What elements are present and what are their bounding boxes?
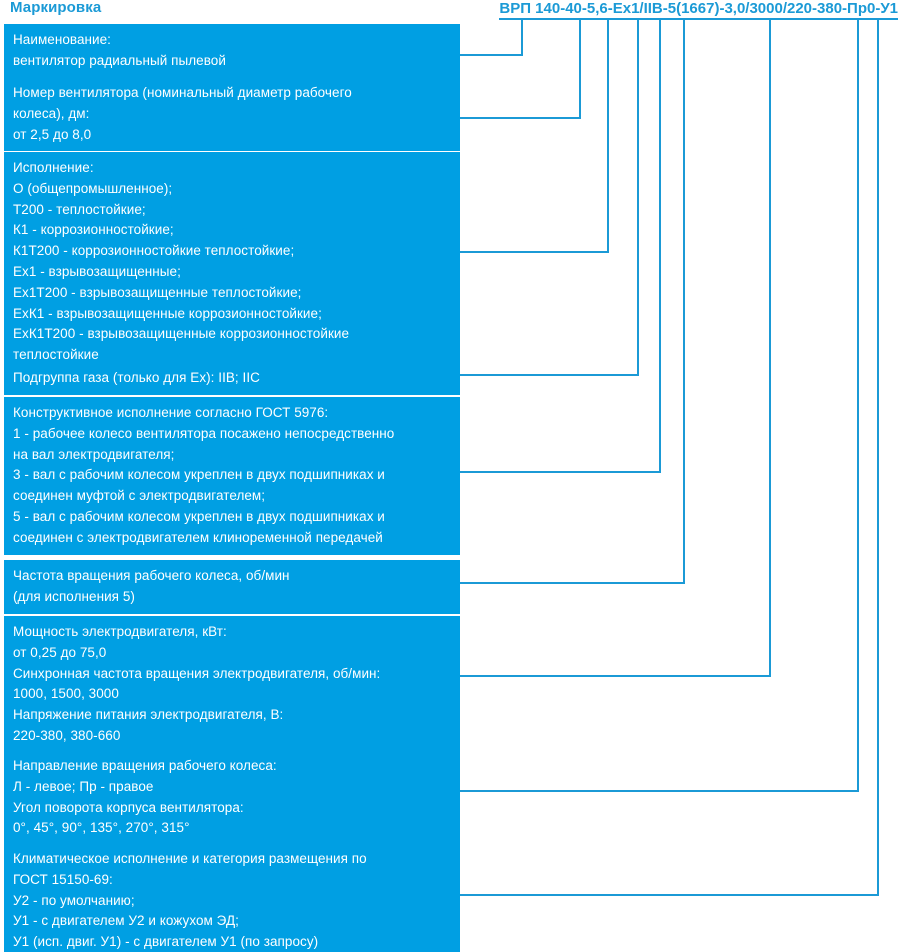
label-line: вентилятор радиальный пылевой <box>13 52 226 68</box>
label-box-execution-type: Исполнение: О (общепромышленное); Т200 - т… <box>4 152 460 372</box>
label-line: Наименование: <box>13 32 111 47</box>
label-line: ExК1 - взрывозащищенные коррозионностойк… <box>13 305 322 321</box>
label-line: Напряжение питания электродвигателя, В: <box>13 707 284 723</box>
label-line: Ex1 - взрывозащищенные; <box>13 263 181 279</box>
label-box-climate-category: Климатическое исполнение и категория раз… <box>4 843 460 952</box>
marking-code: ВРП 140-40-5,6-Ex1/IIB-5(1667)-3,0/3000/… <box>499 0 898 20</box>
label-line: соединен муфтой с электродвигателем; <box>13 488 266 504</box>
label-line: У2 - по умолчанию; <box>13 892 135 908</box>
label-line: Подгруппа газа (только для Ex): IIB; IIC <box>13 370 260 385</box>
label-line: 1 - рабочее колесо вентилятора посажено … <box>13 425 395 441</box>
label-line: К1Т200 - коррозионностойкие теплостойкие… <box>13 243 295 259</box>
label-line: О (общепромышленное); <box>13 180 173 196</box>
label-box-designation: Наименование: вентилятор радиальный пылев… <box>4 24 460 78</box>
label-line: на вал электродвигателя; <box>13 446 175 462</box>
leader-motor-parameters <box>460 19 771 677</box>
label-line: (для исполнения 5) <box>13 588 135 604</box>
leader-climate-category <box>460 19 879 896</box>
label-line: Конструктивное исполнение согласно ГОСТ … <box>13 405 329 420</box>
leader-gas-subgroup <box>460 19 639 376</box>
label-box-motor-parameters: Мощность электродвигателя, кВт: от 0,25 д… <box>4 616 460 753</box>
label-line: 5 - вал с рабочим колесом укреплен в дву… <box>13 508 385 524</box>
label-line: от 0,25 до 75,0 <box>13 644 107 660</box>
label-line: 0°, 45°, 90°, 135°, 270°, 315° <box>13 820 190 836</box>
page-title: Маркировка <box>10 0 102 16</box>
label-box-gas-subgroup: Подгруппа газа (только для Ex): IIB; IIC <box>4 362 460 395</box>
label-line: ГОСТ 15150-69: <box>13 871 113 887</box>
label-line: теплостойкие <box>13 347 99 363</box>
label-line: от 2,5 до 8,0 <box>13 126 92 142</box>
leader-structural-design <box>460 19 661 473</box>
label-line: ExК1Т200 - взрывозащищенные коррозионнос… <box>13 326 350 342</box>
label-line: У1 - с двигателем У2 и кожухом ЭД; <box>13 913 239 929</box>
label-box-rotation-direction: Направление вращения рабочего колеса: Л -… <box>4 750 460 846</box>
leader-rotation-direction <box>460 19 859 792</box>
leader-designation <box>460 19 523 56</box>
leader-fan-number <box>460 19 581 119</box>
label-line: Климатическое исполнение и категория раз… <box>13 851 367 866</box>
label-line: Угол поворота корпуса вентилятора: <box>13 799 244 815</box>
label-line: 1000, 1500, 3000 <box>13 686 119 702</box>
label-line: Направление вращения рабочего колеса: <box>13 758 277 773</box>
label-line: У1 (исп. двиг. У1) - с двигателем У1 (по… <box>13 934 319 950</box>
label-line: Л - левое; Пр - правое <box>13 778 154 794</box>
label-line: Мощность электродвигателя, кВт: <box>13 624 227 639</box>
label-line: Синхронная частота вращения электродвига… <box>13 665 381 681</box>
label-box-impeller-speed: Частота вращения рабочего колеса, об/мин… <box>4 560 460 614</box>
label-line: Ex1Т200 - взрывозащищенные теплостойкие; <box>13 284 302 300</box>
label-line: Т200 - теплостойкие; <box>13 201 146 217</box>
label-line: колеса), дм: <box>13 105 90 121</box>
label-line: Исполнение: <box>13 160 94 175</box>
label-line: соединен с электродвигателем клиноременн… <box>13 529 383 545</box>
label-line: 220-380, 380-660 <box>13 727 121 743</box>
leader-impeller-speed <box>460 19 685 584</box>
leader-execution-type <box>460 19 609 253</box>
label-line: 3 - вал с рабочим колесом укреплен в дву… <box>13 467 385 483</box>
label-line: Частота вращения рабочего колеса, об/мин <box>13 568 290 583</box>
label-box-fan-number: Номер вентилятора (номинальный диаметр р… <box>4 77 460 152</box>
label-line: Номер вентилятора (номинальный диаметр р… <box>13 85 352 100</box>
label-box-structural-design: Конструктивное исполнение согласно ГОСТ … <box>4 397 460 555</box>
label-line: К1 - коррозионностойкие; <box>13 222 174 238</box>
